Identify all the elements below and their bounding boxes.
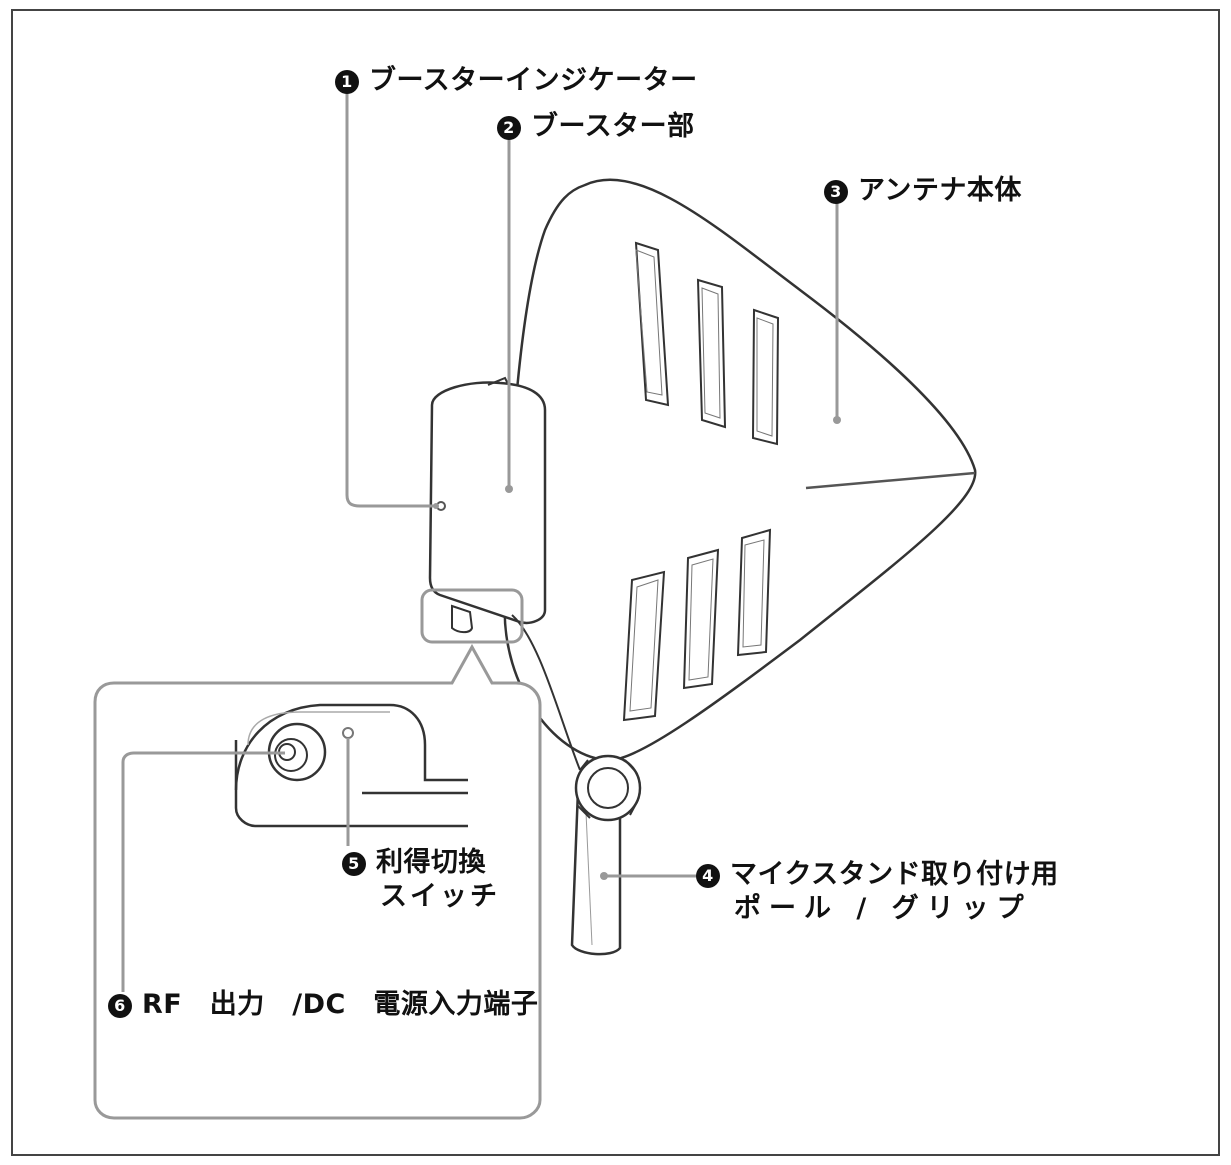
figure-frame — [11, 9, 1220, 1156]
zoom-source-box — [420, 588, 524, 644]
connector-stub — [451, 604, 474, 634]
callout-number-5: 5 — [342, 852, 366, 876]
label-mic-stand-pole-line2: ポール / グリップ — [734, 892, 1032, 924]
callout-number-6: 6 — [108, 994, 132, 1018]
callout-rf-dc-terminal: 6 RF 出力 /DC 電源入力端子 — [108, 988, 538, 1022]
leader-lines — [121, 90, 841, 992]
label-rf-dc-terminal: RF 出力 /DC 電源入力端子 — [142, 989, 539, 1020]
label-booster-indicator: ブースターインジケーター — [369, 65, 698, 96]
label-gain-switch-line2: スイッチ — [380, 880, 500, 912]
label-antenna-body: アンテナ本体 — [858, 175, 1022, 206]
callout-number-3: 3 — [824, 180, 848, 204]
antenna-slots-upper — [634, 241, 780, 446]
callout-booster-indicator: 1 ブースターインジケーター — [335, 64, 698, 98]
callout-booster-unit: 2 ブースター部 — [497, 110, 695, 144]
callout-gain-switch: 5 利得切換 スイッチ — [342, 846, 500, 914]
label-booster-unit: ブースター部 — [531, 111, 695, 142]
antenna-groove — [805, 471, 976, 490]
label-mic-stand-pole-line1: マイクスタンド取り付け用 — [730, 859, 1059, 890]
zoom-detail — [234, 703, 468, 828]
label-gain-switch-line1: 利得切換 — [376, 847, 486, 878]
gain-switch-hole — [342, 727, 354, 739]
callout-number-1: 1 — [335, 70, 359, 94]
callout-number-2: 2 — [497, 116, 521, 140]
pole-grip — [570, 754, 642, 956]
antenna-paddle — [503, 178, 977, 762]
callout-number-4: 4 — [696, 864, 720, 888]
zoom-callout-frame — [93, 643, 542, 1120]
callout-antenna-body: 3 アンテナ本体 — [824, 174, 1022, 208]
booster-box — [428, 381, 547, 625]
callout-mic-stand-pole: 4 マイクスタンド取り付け用 ポール / グリップ — [696, 858, 1059, 926]
antenna-slots-lower — [622, 528, 772, 722]
